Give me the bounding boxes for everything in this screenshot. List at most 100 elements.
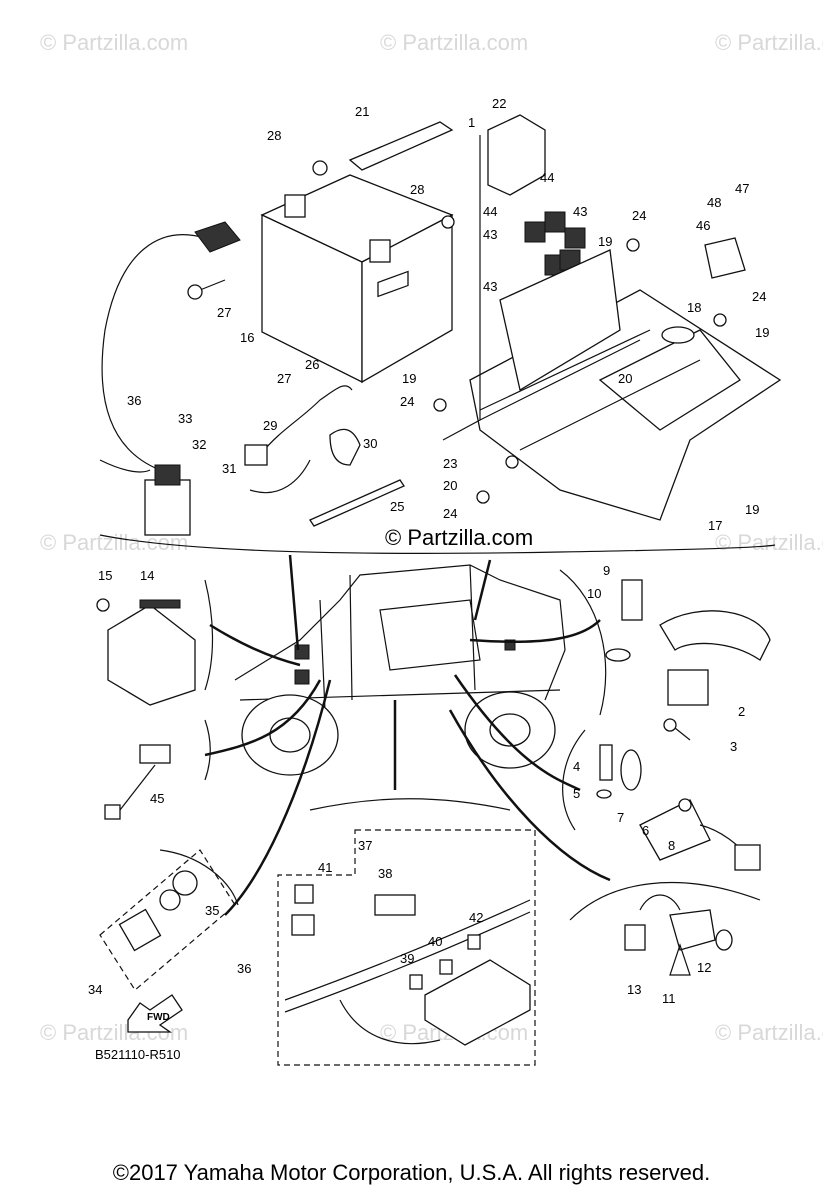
callout-45: 45 bbox=[150, 791, 164, 806]
center-watermark: © Partzilla.com bbox=[385, 525, 533, 550]
copyright-notice: ©2017 Yamaha Motor Corporation, U.S.A. A… bbox=[112, 1160, 711, 1185]
lead-wire bbox=[249, 459, 311, 494]
callout-19: 19 bbox=[402, 371, 416, 386]
callout-31: 31 bbox=[222, 461, 236, 476]
leader-arcs bbox=[159, 554, 761, 921]
callout-29: 29 bbox=[263, 418, 277, 433]
watermark: © Partzilla.com bbox=[715, 30, 823, 55]
callout-47: 47 bbox=[735, 181, 749, 196]
callout-20: 20 bbox=[618, 371, 632, 386]
callout-8: 8 bbox=[668, 838, 675, 853]
callout-11: 11 bbox=[662, 991, 676, 1006]
callout-4: 4 bbox=[573, 759, 580, 774]
bolt bbox=[713, 313, 727, 327]
fuse-box-detail bbox=[277, 829, 536, 1066]
section-divider bbox=[99, 534, 776, 555]
battery-strap bbox=[348, 121, 454, 171]
callout-12: 12 bbox=[697, 960, 711, 975]
battery-box bbox=[469, 249, 782, 521]
callout-22: 22 bbox=[492, 96, 506, 111]
callout-10: 10 bbox=[587, 586, 601, 601]
callout-28: 28 bbox=[267, 128, 281, 143]
watermark: © Partzilla.com bbox=[715, 1020, 823, 1045]
bolt bbox=[441, 215, 455, 229]
sensor bbox=[704, 237, 746, 279]
callout-28: 28 bbox=[410, 182, 424, 197]
watermark: © Partzilla.com bbox=[715, 530, 823, 555]
callout-34: 34 bbox=[88, 982, 102, 997]
bolt bbox=[312, 160, 328, 176]
callout-15: 15 bbox=[98, 568, 112, 583]
callout-14: 14 bbox=[140, 568, 154, 583]
bolt bbox=[626, 238, 640, 252]
callout-2: 2 bbox=[738, 704, 745, 719]
callout-27: 27 bbox=[277, 371, 291, 386]
callout-21: 21 bbox=[355, 104, 369, 119]
lead-wire bbox=[259, 385, 353, 456]
callout-23: 23 bbox=[443, 456, 457, 471]
callout-20: 20 bbox=[443, 478, 457, 493]
callout-30: 30 bbox=[363, 436, 377, 451]
watermark: © Partzilla.com bbox=[380, 30, 528, 55]
callout-24: 24 bbox=[443, 506, 457, 521]
callout-3: 3 bbox=[730, 739, 737, 754]
callout-43: 43 bbox=[483, 279, 497, 294]
callout-5: 5 bbox=[573, 786, 580, 801]
callout-43: 43 bbox=[483, 227, 497, 242]
callout-44: 44 bbox=[540, 170, 554, 185]
sensor-lead bbox=[104, 744, 171, 820]
callout-13: 13 bbox=[627, 982, 641, 997]
sensor-group bbox=[596, 744, 761, 871]
callout-19: 19 bbox=[745, 502, 759, 517]
battery-cable bbox=[101, 234, 206, 471]
vehicle-illustration bbox=[234, 564, 566, 776]
callout-labels: 1 2 3 4 5 6 7 8 9 10 11 12 13 14 15 16 1… bbox=[88, 96, 769, 1006]
ecu bbox=[96, 598, 196, 706]
callout-9: 9 bbox=[603, 563, 610, 578]
terminal-cover bbox=[194, 221, 241, 253]
callout-42: 42 bbox=[469, 910, 483, 925]
fwd-arrow: FWD bbox=[127, 994, 183, 1033]
callout-25: 25 bbox=[390, 499, 404, 514]
band bbox=[309, 479, 405, 527]
callout-35: 35 bbox=[205, 903, 219, 918]
callout-40: 40 bbox=[428, 934, 442, 949]
callout-26: 26 bbox=[305, 357, 319, 372]
callout-38: 38 bbox=[378, 866, 392, 881]
callout-41: 41 bbox=[318, 860, 332, 875]
watermark: © Partzilla.com bbox=[40, 30, 188, 55]
upper-assembly bbox=[99, 114, 782, 536]
callout-17: 17 bbox=[708, 518, 722, 533]
battery bbox=[260, 174, 454, 384]
callout-33: 33 bbox=[178, 411, 192, 426]
callout-7: 7 bbox=[617, 810, 624, 825]
grommet bbox=[661, 326, 695, 344]
bolt bbox=[433, 398, 447, 412]
callout-1: 1 bbox=[468, 115, 475, 130]
callout-36: 36 bbox=[127, 393, 141, 408]
bolt bbox=[476, 490, 490, 504]
speed-sensor bbox=[624, 894, 733, 976]
callout-24: 24 bbox=[400, 394, 414, 409]
callout-37: 37 bbox=[358, 838, 372, 853]
clamp bbox=[329, 428, 361, 466]
callout-19: 19 bbox=[598, 234, 612, 249]
callout-18: 18 bbox=[687, 300, 701, 315]
callout-44: 44 bbox=[483, 204, 497, 219]
leader-line bbox=[442, 135, 641, 441]
right-parts bbox=[605, 579, 771, 741]
diagram-code: B521110-R510 bbox=[95, 1047, 181, 1062]
starter-relay bbox=[99, 459, 191, 536]
callout-16: 16 bbox=[240, 330, 254, 345]
callout-36: 36 bbox=[237, 961, 251, 976]
callout-32: 32 bbox=[192, 437, 206, 452]
callout-46: 46 bbox=[696, 218, 710, 233]
connector bbox=[244, 444, 268, 466]
oil-switch bbox=[99, 849, 236, 991]
callout-24: 24 bbox=[632, 208, 646, 223]
fwd-label: FWD bbox=[147, 1012, 170, 1023]
callout-6: 6 bbox=[642, 823, 649, 838]
callout-48: 48 bbox=[707, 195, 721, 210]
nut bbox=[505, 455, 519, 469]
